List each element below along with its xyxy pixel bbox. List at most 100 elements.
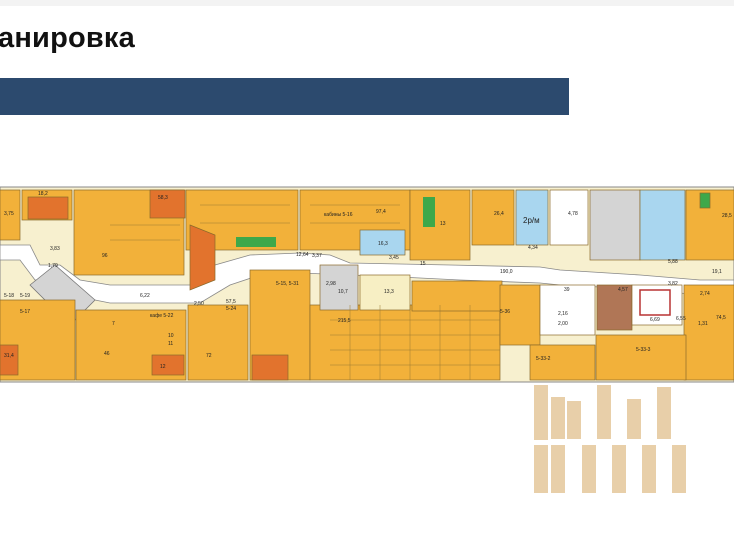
plan-label: 6,55: [676, 316, 686, 322]
green-block: [236, 237, 276, 247]
watermark-bar: [672, 445, 686, 493]
plan-label: 1,79: [48, 263, 58, 269]
watermark-bar: [567, 401, 581, 439]
room: [596, 284, 633, 331]
plan-label: 4,34: [528, 245, 538, 251]
plan-label: 5-15, 5-31: [276, 281, 299, 287]
room: [359, 274, 411, 311]
shop-grid: [110, 204, 500, 380]
plan-label: 18,2: [38, 191, 48, 197]
watermark-bar: [642, 445, 656, 493]
watermark-bar: [534, 445, 548, 493]
room: [187, 304, 249, 381]
watermark-bar: [627, 399, 641, 439]
plan-label: 26,4: [494, 211, 504, 217]
watermark-bar: [612, 445, 626, 493]
plan-label: 5-19: [20, 293, 30, 299]
plan-label: 12: [160, 364, 166, 370]
plan-label: 7: [112, 321, 115, 327]
lift: [639, 289, 671, 316]
plan-label: 6,22: [140, 293, 150, 299]
blue-room: [359, 229, 406, 256]
room: [319, 264, 359, 311]
plan-label: 11: [168, 341, 173, 347]
plan-label: 4,78: [568, 211, 578, 217]
room: [699, 192, 711, 209]
watermark-bar: [597, 385, 611, 439]
floor-plan-svg: 18,2 96 58,3 5-17 46 10 11 12 72 57,5 5-…: [0, 185, 734, 385]
plan-label: 10,7: [338, 289, 348, 295]
plan-label: кабины 5-16: [324, 212, 353, 218]
plan-label: 72: [206, 353, 212, 359]
plan-label: 74,5: [716, 315, 726, 321]
plan-label: 2,00: [558, 321, 568, 327]
plan-label: 31,4: [4, 353, 14, 359]
plan-label: 5-18: [4, 293, 14, 299]
room: [471, 189, 515, 246]
room: [683, 284, 734, 381]
plan-label: 39: [564, 287, 570, 293]
plan-label: 3,82: [668, 281, 678, 287]
plan-label: 2,16: [558, 311, 568, 317]
room: [595, 334, 687, 381]
plan-label: 3,37: [312, 253, 322, 259]
red-room: [189, 224, 216, 291]
room: [0, 189, 21, 241]
plan-label: 215,5: [338, 318, 351, 324]
green-block: [423, 197, 435, 227]
watermark-bar: [551, 397, 565, 439]
plan-label: 5-24: [226, 306, 236, 312]
room: [589, 189, 641, 261]
watermark-logo: [518, 383, 688, 495]
watermark-bar: [551, 445, 565, 493]
plan-label: 28,5: [722, 213, 732, 219]
plan-label: 1,31: [698, 321, 708, 327]
plan-label: 15: [420, 261, 426, 267]
plan-labels: 18,2 96 58,3 5-17 46 10 11 12 72 57,5 5-…: [4, 191, 732, 370]
plan-label: 13,3: [384, 289, 394, 295]
plan-label: 2,50: [194, 301, 204, 307]
room: [411, 280, 503, 312]
room: [151, 354, 185, 376]
watermark-bar: [657, 387, 671, 439]
room: [549, 189, 589, 246]
room: [309, 304, 501, 381]
plan-label: 5-33-3: [636, 347, 651, 353]
plan-label: 46: [104, 351, 110, 357]
top-divider: [0, 0, 734, 6]
watermark-bar: [582, 445, 596, 493]
plan-label: 4,57: [618, 287, 628, 293]
room: [515, 189, 549, 246]
plan-label: 2,74: [700, 291, 710, 297]
plan-label: 2р/м: [523, 216, 540, 225]
room: [639, 189, 686, 261]
corridor: [0, 244, 734, 304]
room: [0, 344, 19, 376]
plan-label: 96: [102, 253, 108, 259]
plan-label: 10: [168, 333, 174, 339]
plan-label: кафе 5-22: [150, 313, 174, 319]
room: [149, 189, 186, 219]
plan-label: 3,83: [50, 246, 60, 252]
room: [529, 344, 596, 381]
bottom-rooms: [0, 264, 734, 381]
room: [27, 196, 69, 220]
plan-label: 5-36: [500, 309, 510, 315]
plan-label: 2,98: [326, 281, 336, 287]
plan-label: 5,88: [668, 259, 678, 265]
plan-label: 12,64: [296, 252, 309, 258]
header-banner: [0, 78, 569, 115]
room: [251, 354, 289, 381]
plan-label: 5-33-2: [536, 356, 551, 362]
page-title: анировка: [0, 22, 135, 54]
plan-label: 97,4: [376, 209, 386, 215]
floor-plan: 18,2 96 58,3 5-17 46 10 11 12 72 57,5 5-…: [0, 185, 734, 385]
plan-label: 57,5: [226, 299, 236, 305]
plan-label: 58,3: [158, 195, 168, 201]
room: [499, 284, 541, 346]
plan-label: 190,0: [500, 269, 513, 275]
plan-label: 6,69: [650, 317, 660, 323]
plan-label: 3,75: [4, 211, 14, 217]
plan-label: 5-17: [20, 309, 30, 315]
watermark-bar: [534, 385, 548, 440]
